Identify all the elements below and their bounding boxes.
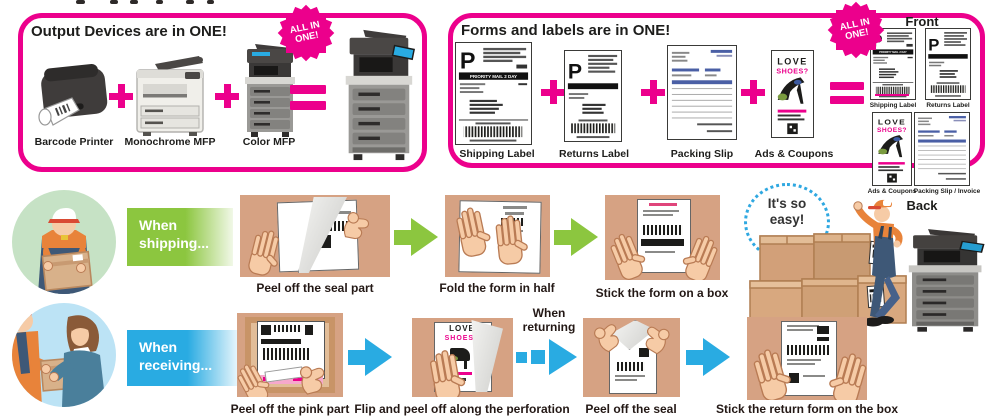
cropped-text-fragment — [130, 0, 138, 4]
plus-icon — [641, 80, 665, 104]
arrow-right-icon — [394, 218, 438, 256]
shipping-avatar — [12, 190, 116, 294]
ads-coupons-card — [771, 50, 814, 138]
receiving-avatar — [12, 303, 116, 407]
step-flip-peel: LOVE SHOES? — [412, 318, 513, 397]
front-back-preview: Front Shipping Label Returns Label Ads &… — [864, 14, 982, 214]
step-stick-form — [605, 195, 720, 280]
back-packing-mini — [914, 112, 970, 186]
caption-flip-peel: Flip and peel off along the perforation — [354, 402, 570, 416]
device-label-monochrome-mfp: Monochrome MFP — [124, 136, 216, 148]
device-label-color-mfp: Color MFP — [242, 136, 296, 148]
caption-peel-seal: Peel off the seal — [585, 402, 677, 416]
back-ads-mini — [872, 112, 912, 186]
arrow-right-icon — [686, 338, 730, 376]
barcode-printer-icon — [38, 64, 108, 126]
front-caption-returns: Returns Label — [926, 102, 970, 109]
step-peel-pink — [237, 313, 343, 397]
cropped-text-fragment — [156, 0, 163, 4]
plus-icon — [541, 80, 565, 104]
plus-icon — [741, 80, 765, 104]
caption-peel-pink: Peel off the pink part — [230, 402, 350, 416]
arrow-right-icon — [348, 338, 392, 376]
caption-stick-return: Stick the return form on the box — [715, 402, 898, 416]
back-caption-ads: Ads & Coupons — [867, 188, 917, 195]
step-peel-seal — [583, 318, 680, 397]
cropped-text-fragment — [186, 0, 194, 4]
output-devices-title: Output Devices are in ONE! — [31, 23, 227, 40]
cropped-text-fragment — [76, 0, 85, 4]
front-caption-shipping: Shipping Label — [869, 102, 917, 109]
cropped-text-fragment — [207, 0, 214, 4]
color-mfp-icon — [245, 44, 295, 137]
caption-peel-seal-part: Peel off the seal part — [256, 281, 374, 295]
monochrome-mfp-icon — [136, 56, 204, 136]
card-label-returns: Returns Label — [558, 148, 629, 160]
plus-icon — [215, 84, 239, 108]
all-in-one-mfp-icon — [334, 26, 420, 163]
back-title: Back — [906, 198, 938, 213]
caption-stick-form: Stick the form on a box — [595, 286, 729, 300]
cropped-text-fragment — [110, 0, 118, 4]
shipping-label-card — [455, 42, 532, 145]
step-fold-form — [445, 195, 550, 277]
device-label-barcode-printer: Barcode Printer — [34, 136, 114, 148]
card-label-ads: Ads & Coupons — [754, 148, 834, 160]
step-peel-seal-part — [240, 195, 390, 277]
caption-fold-form: Fold the form in half — [439, 281, 555, 295]
forms-labels-title: Forms and labels are in ONE! — [461, 22, 671, 39]
back-caption-packing: Packing Slip / Invoice — [913, 188, 981, 195]
worker-leaning — [853, 199, 903, 327]
plus-icon — [109, 84, 133, 108]
returns-label-card — [564, 50, 622, 142]
card-label-shipping: Shipping Label — [459, 148, 535, 160]
step-stick-return — [747, 317, 867, 400]
packing-slip-card — [667, 45, 737, 140]
arrow-right-icon — [554, 218, 598, 256]
card-label-packing: Packing Slip — [670, 148, 734, 160]
front-title: Front — [905, 14, 939, 29]
front-returns-mini — [925, 28, 971, 100]
